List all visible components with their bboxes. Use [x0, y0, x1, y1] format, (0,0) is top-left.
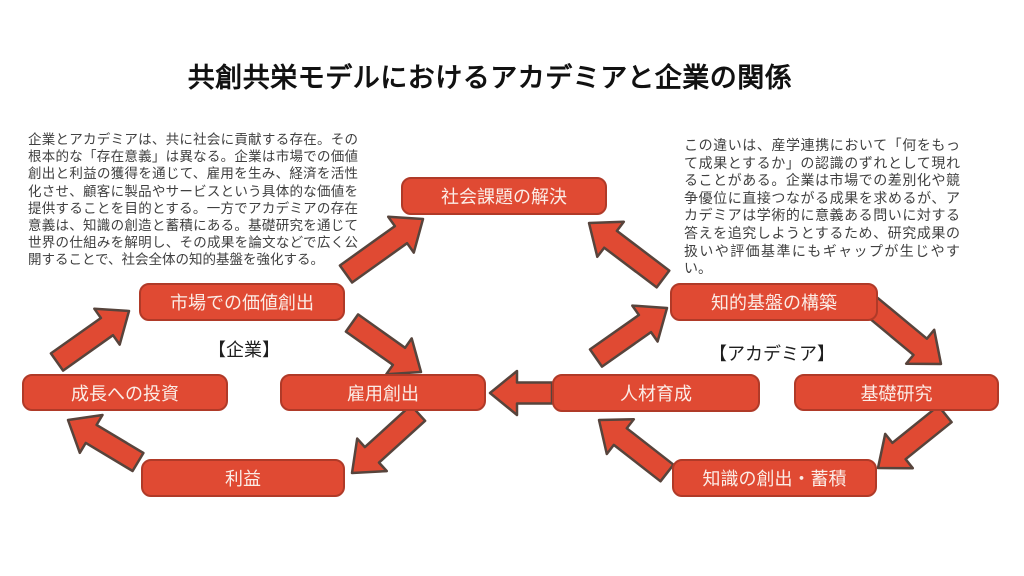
flow-arrow	[66, 413, 145, 473]
flow-arrow	[49, 307, 131, 372]
diagram-node-intellectual-base: 知的基盤の構築	[670, 283, 878, 321]
slide-title: 共創共栄モデルにおけるアカデミアと企業の関係	[187, 63, 793, 93]
flow-arrow	[876, 404, 953, 470]
flow-arrow	[488, 369, 554, 417]
flow-arrow	[597, 417, 675, 483]
flow-arrow	[587, 220, 671, 289]
diagram-node-employment: 雇用創出	[280, 374, 486, 411]
diagram-node-growth-investment: 成長への投資	[22, 374, 228, 411]
diagram-node-profit: 利益	[141, 459, 345, 497]
flow-arrow	[344, 313, 423, 376]
flow-arrow	[588, 304, 669, 368]
diagram-node-knowledge: 知識の創出・蓄積	[672, 459, 877, 497]
diagram-node-basic-research: 基礎研究	[794, 374, 999, 411]
company-description-note: 企業とアカデミアは、共に社会に貢献する存在。その根本的な「存在意義」は異なる。企…	[28, 132, 358, 268]
group-label-academia: 【アカデミア】	[709, 344, 835, 364]
diagram-node-social-issues: 社会課題の解決	[401, 177, 607, 215]
diagram-node-hr-development: 人材育成	[552, 374, 760, 412]
group-label-company: 【企業】	[208, 340, 280, 360]
gap-description-note: この違いは、産学連携において「何をもって成果とするか」の認識のずれとして現れるこ…	[684, 137, 960, 277]
flow-arrow	[350, 403, 427, 475]
diagram-node-market-value: 市場での価値創出	[139, 283, 345, 321]
